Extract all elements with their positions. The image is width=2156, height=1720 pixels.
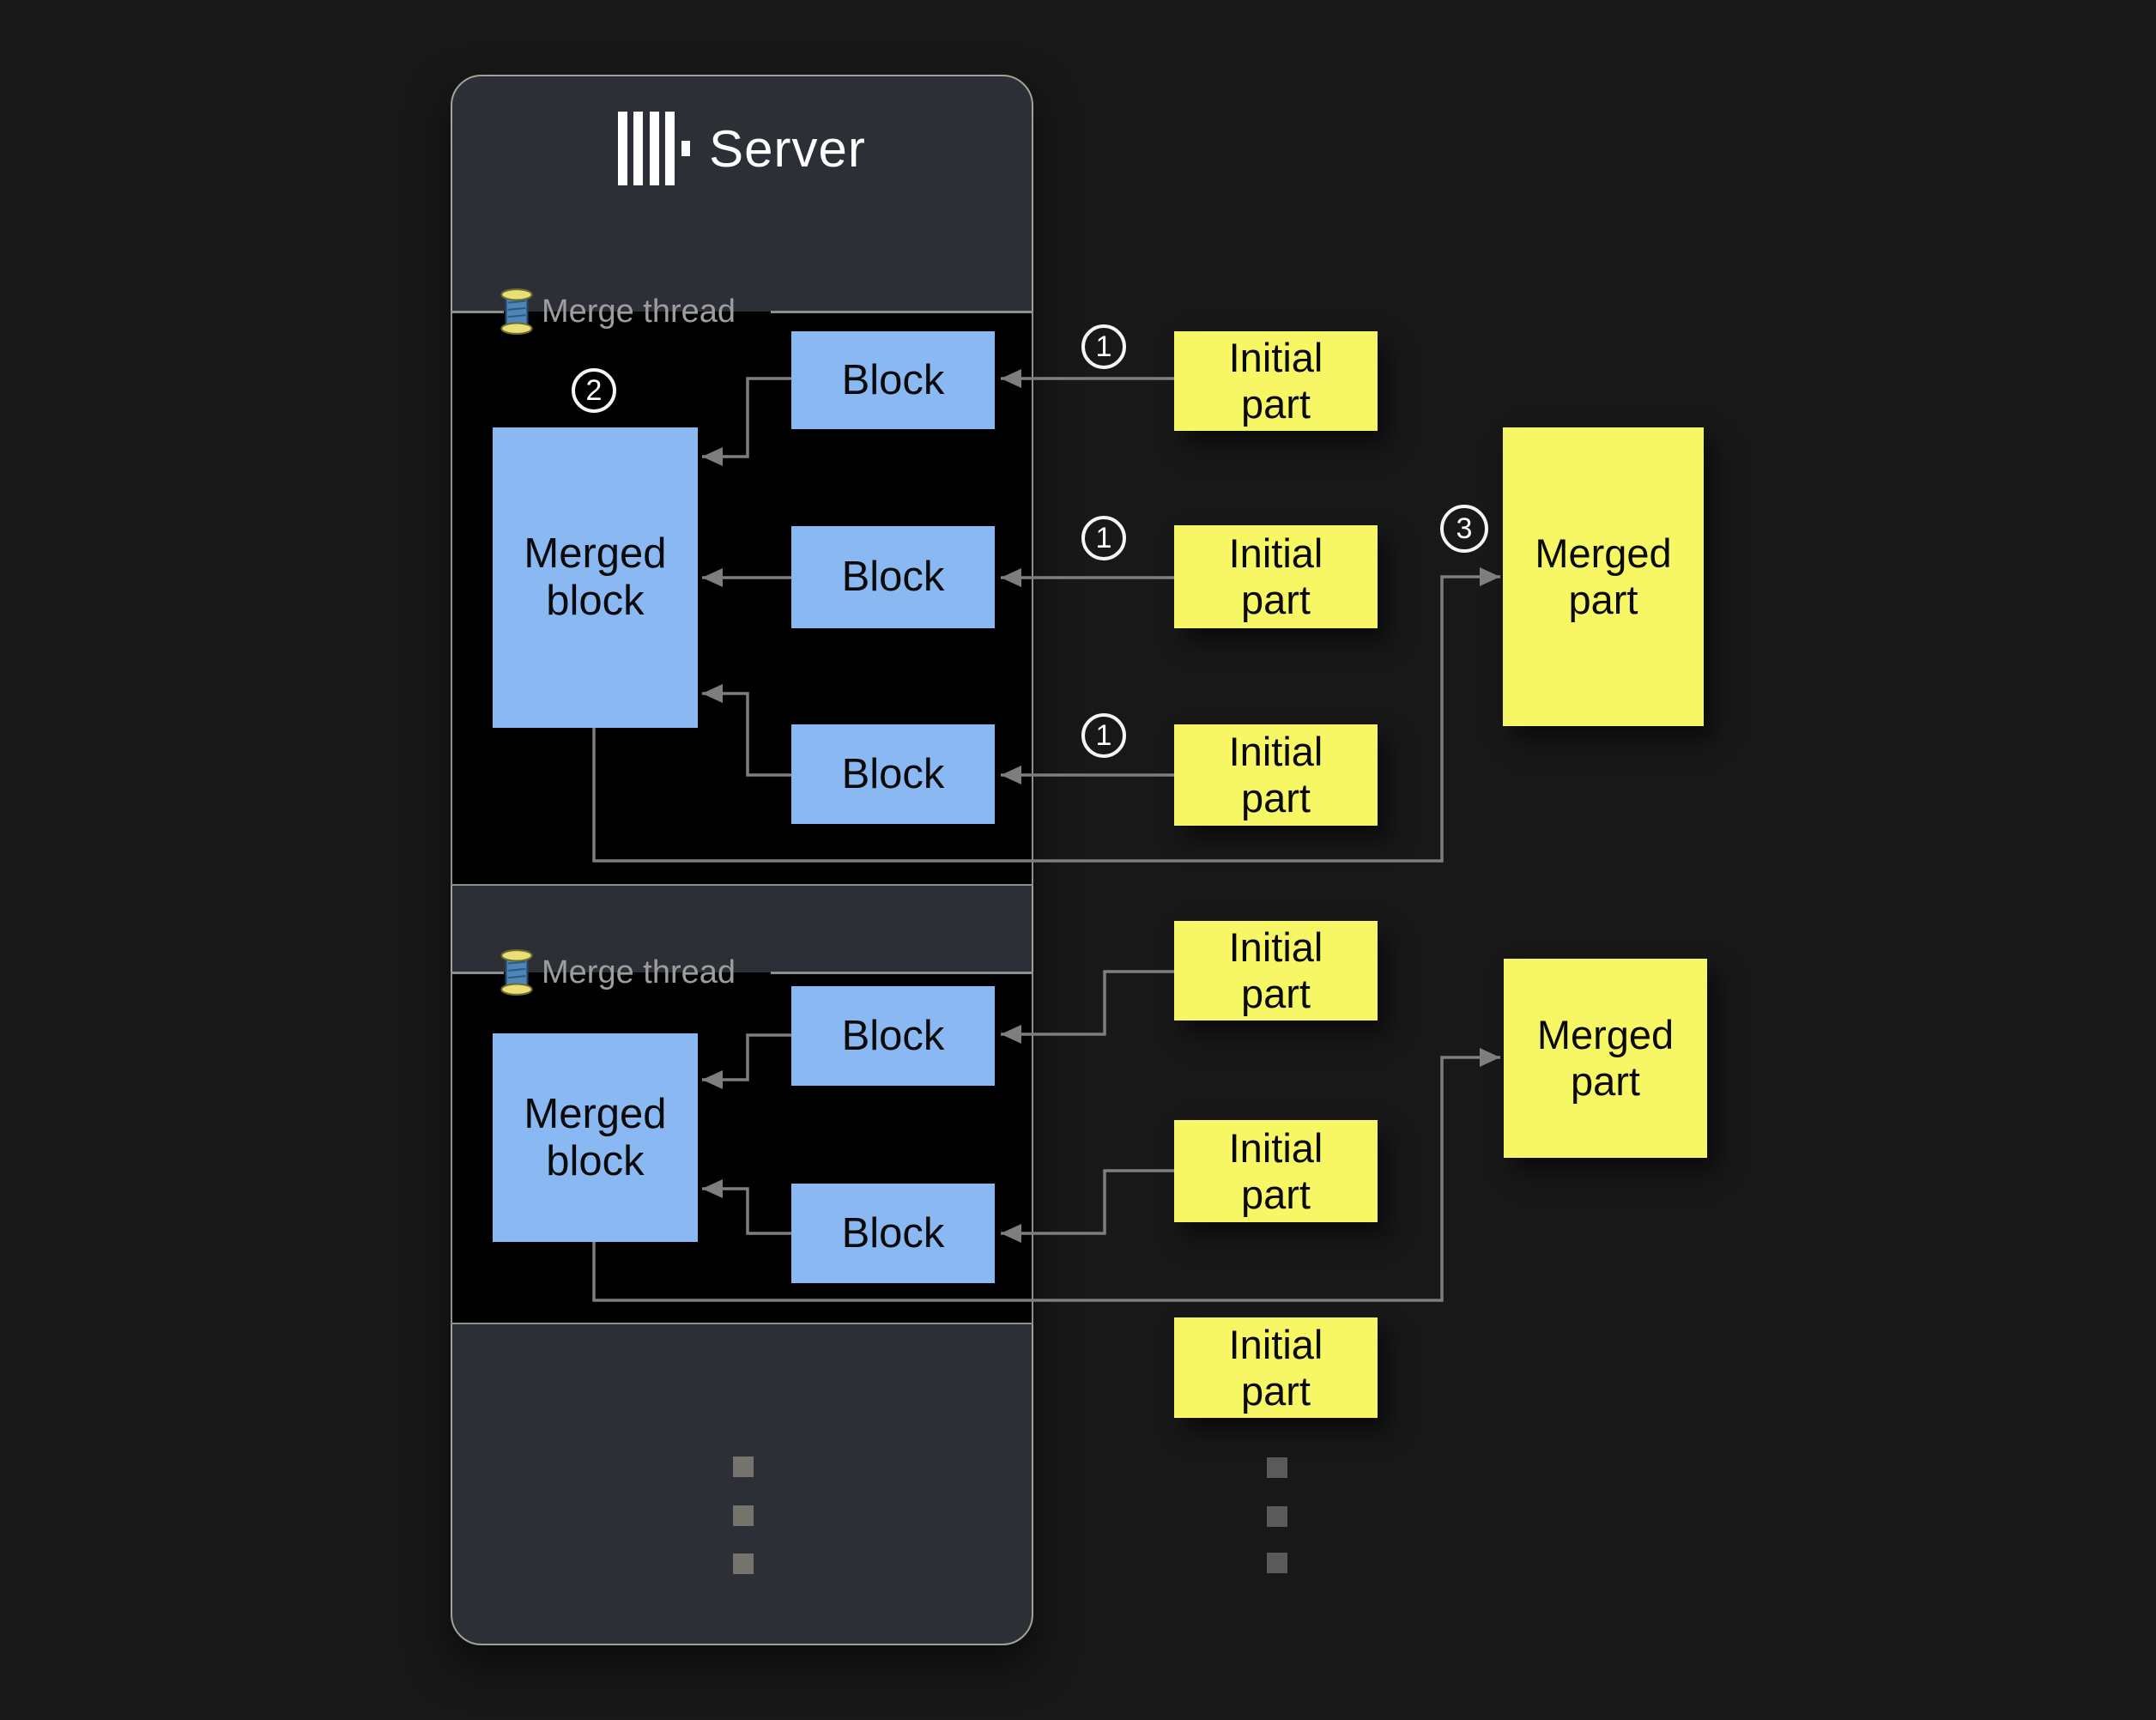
merge-thread-label: Merge thread	[542, 954, 736, 990]
thread-spool-icon	[500, 949, 533, 996]
merge-thread-legend-1: Merge thread	[500, 288, 736, 336]
block-5: Block	[791, 1184, 995, 1283]
server-title: Server	[709, 119, 866, 178]
block-1: Block	[791, 331, 995, 429]
ellipsis-dot	[733, 1553, 754, 1574]
merged-block-2: Merged block	[493, 1033, 698, 1242]
step-badge-2: 2	[572, 368, 616, 413]
ellipsis-dot	[733, 1457, 754, 1477]
step-badge-1a: 1	[1081, 324, 1126, 369]
initial-part-3: Initial part	[1174, 724, 1378, 826]
initial-part-4: Initial part	[1174, 921, 1378, 1020]
thread-spool-icon	[500, 288, 533, 335]
step-badge-3: 3	[1440, 505, 1488, 553]
merged-block-1: Merged block	[493, 427, 698, 728]
section1-border-left	[451, 311, 504, 313]
initial-part-1: Initial part	[1174, 331, 1378, 431]
step-badge-1c: 1	[1081, 713, 1126, 758]
section1-border-right	[771, 311, 1033, 313]
step-badge-1b: 1	[1081, 516, 1126, 560]
merged-part-1: Merged part	[1503, 427, 1704, 726]
clickhouse-bars-logo-icon	[618, 112, 691, 185]
ellipsis-dot	[1267, 1553, 1287, 1573]
initial-part-2: Initial part	[1174, 525, 1378, 628]
section2-border-right	[771, 972, 1033, 974]
ellipsis-dot	[733, 1505, 754, 1526]
merge-thread-legend-2: Merge thread	[500, 948, 736, 996]
ellipsis-dot	[1267, 1506, 1287, 1527]
block-3: Block	[791, 724, 995, 824]
initial-part-5: Initial part	[1174, 1120, 1378, 1222]
server-header: Server	[451, 101, 1033, 196]
section2-border-left	[451, 972, 504, 974]
block-2: Block	[791, 526, 995, 628]
merged-part-2: Merged part	[1504, 959, 1707, 1158]
block-4: Block	[791, 986, 995, 1086]
initial-part-6: Initial part	[1174, 1317, 1378, 1418]
merge-thread-label: Merge thread	[542, 293, 736, 330]
ellipsis-dot	[1267, 1457, 1287, 1478]
